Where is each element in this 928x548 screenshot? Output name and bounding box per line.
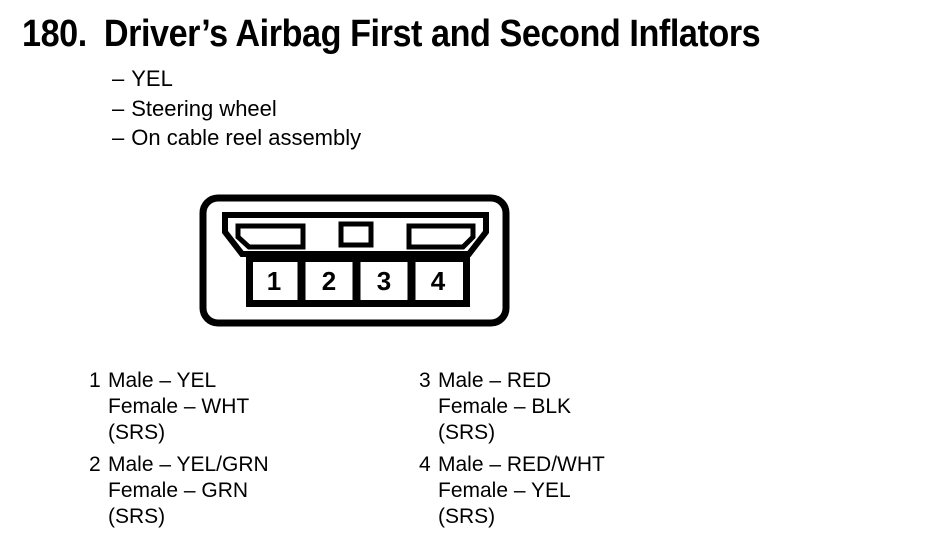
legend-lines: Male – RED/WHT Female – YEL (SRS) (438, 452, 605, 530)
pin-number: 2 (322, 266, 336, 296)
page-title: 180. Driver’s Airbag First and Second In… (22, 12, 761, 56)
legend-entry: 1 Male – YEL Female – WHT (SRS) (89, 368, 269, 446)
dash-bullet: – (112, 125, 125, 150)
legend-line: Male – RED (438, 369, 552, 392)
legend-entry: 4 Male – RED/WHT Female – YEL (SRS) (419, 452, 605, 530)
attribute-text: YEL (131, 66, 173, 91)
legend-line: Female – GRN (108, 479, 249, 502)
keyway-left (235, 223, 306, 250)
attribute-list: – YEL – Steering wheel – On cable reel a… (112, 64, 361, 153)
section-title: Driver’s Airbag First and Second Inflato… (103, 13, 761, 55)
pinout-legend-right: 3 Male – RED Female – BLK (SRS) 4 Male –… (419, 368, 605, 536)
dash-bullet: – (112, 95, 125, 121)
legend-line: Female – BLK (438, 395, 572, 418)
legend-pin-number: 4 (419, 453, 431, 476)
legend-entry: 2 Male – YEL/GRN Female – GRN (SRS) (89, 452, 269, 530)
attribute-item: – On cable reel assembly (112, 123, 361, 153)
legend-entry: 3 Male – RED Female – BLK (SRS) (419, 368, 605, 446)
legend-line: Male – YEL/GRN (108, 453, 269, 476)
connector-hood (222, 212, 489, 257)
dash-bullet: – (112, 66, 125, 91)
keyway-center (338, 221, 374, 248)
attribute-text: On cable reel assembly (131, 125, 362, 150)
legend-line: Female – YEL (438, 479, 571, 502)
legend-pin-number: 3 (419, 369, 431, 392)
connector-diagram: 1 2 3 4 (199, 194, 510, 327)
legend-lines: Male – YEL/GRN Female – GRN (SRS) (108, 452, 269, 530)
pin-number: 3 (377, 266, 391, 296)
pin-number: 1 (267, 266, 281, 296)
legend-lines: Male – RED Female – BLK (SRS) (438, 368, 571, 446)
legend-line: Male – RED/WHT (438, 453, 605, 476)
attribute-item: – YEL (112, 64, 361, 94)
legend-pin-number: 1 (89, 369, 101, 392)
legend-line: (SRS) (108, 505, 166, 528)
attribute-text: Steering wheel (131, 95, 277, 121)
pinout-legend-left: 1 Male – YEL Female – WHT (SRS) 2 Male –… (89, 368, 269, 536)
legend-lines: Male – YEL Female – WHT (SRS) (108, 368, 249, 446)
legend-line: Male – YEL (108, 369, 217, 392)
connector-svg: 1 2 3 4 (199, 194, 510, 327)
keyway-right (406, 223, 476, 250)
section-number: 180. (22, 13, 87, 55)
pin-number: 4 (431, 266, 446, 296)
legend-line: Female – WHT (108, 395, 250, 418)
attribute-item: – Steering wheel (112, 94, 361, 124)
legend-line: (SRS) (108, 421, 166, 444)
legend-pin-number: 2 (89, 453, 101, 476)
legend-line: (SRS) (438, 421, 496, 444)
legend-line: (SRS) (438, 505, 496, 528)
